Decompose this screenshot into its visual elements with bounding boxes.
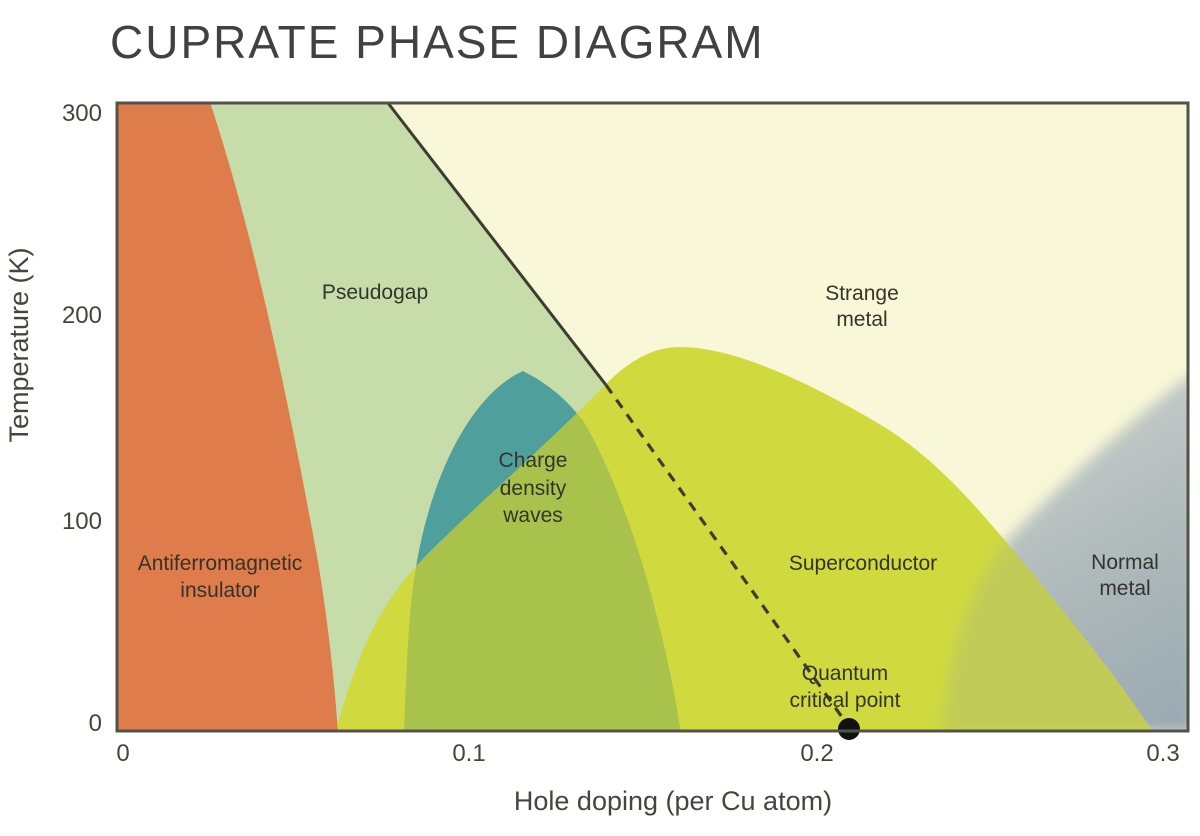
x-tick-label-0p2: 0.2 bbox=[800, 740, 833, 767]
antiferromagnetic-insulator-label-line2: insulator bbox=[180, 579, 259, 602]
charge-density-waves-label-line1: Charge bbox=[499, 449, 568, 472]
plot-border bbox=[115, 101, 1190, 733]
normal-metal-tint-over-dome bbox=[941, 377, 1188, 731]
charge-density-waves-label-line3: waves bbox=[502, 504, 563, 527]
x-tick-label-0: 0 bbox=[116, 740, 129, 767]
y-tick-label-100: 100 bbox=[62, 508, 102, 535]
quantum-critical-point-dot bbox=[838, 718, 860, 740]
x-axis-title: Hole doping (per Cu atom) bbox=[514, 786, 832, 816]
antiferromagnetic-insulator-label-line1: Antiferromagnetic bbox=[138, 552, 303, 575]
y-tick-label-300: 300 bbox=[62, 100, 102, 127]
pseudogap-label: Pseudogap bbox=[322, 281, 428, 304]
x-tick-label-0p1: 0.1 bbox=[452, 740, 485, 767]
charge-density-waves-label-line2: density bbox=[500, 477, 567, 500]
strange-metal-label-line2: metal bbox=[836, 308, 887, 331]
y-tick-label-0: 0 bbox=[89, 710, 102, 737]
x-tick-label-0p3: 0.3 bbox=[1146, 740, 1179, 767]
y-axis-title: Temperature (K) bbox=[4, 247, 34, 442]
pseudogap-boundary-line-solid bbox=[386, 102, 608, 386]
antiferromagnetic-insulator-region bbox=[117, 103, 338, 731]
strange-metal-label-line1: Strange bbox=[825, 282, 899, 305]
normal-metal-label-line2: metal bbox=[1099, 577, 1150, 600]
pseudogap-boundary-line-dashed bbox=[604, 384, 851, 728]
y-tick-label-200: 200 bbox=[62, 302, 102, 329]
normal-metal-label-line1: Normal bbox=[1091, 551, 1159, 574]
quantum-critical-point-label-line2: critical point bbox=[790, 689, 901, 712]
page-title: CUPRATE PHASE DIAGRAM bbox=[110, 16, 765, 68]
superconductor-label: Superconductor bbox=[789, 552, 937, 575]
quantum-critical-point-label-line1: Quantum bbox=[802, 662, 888, 685]
